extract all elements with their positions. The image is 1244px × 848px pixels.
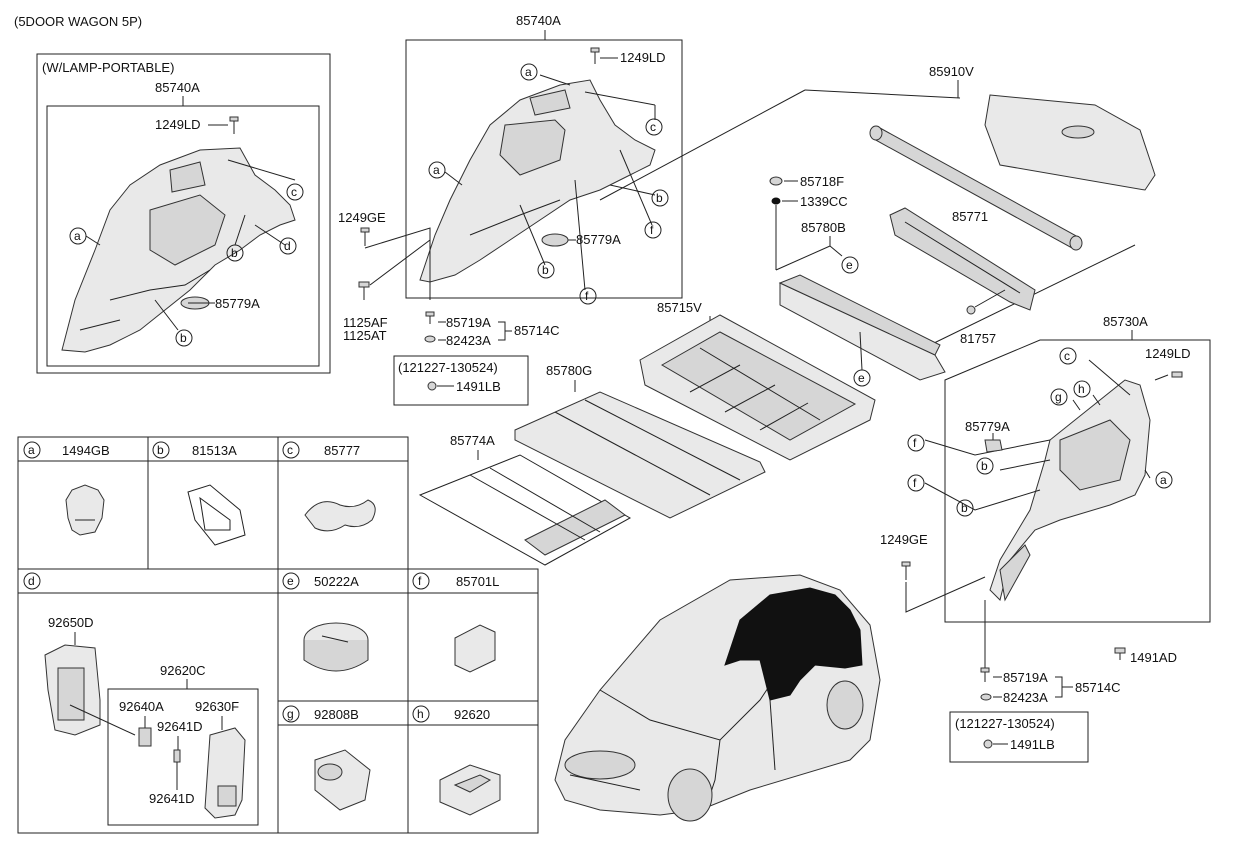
label-85714C-mid: 85714C xyxy=(514,323,560,338)
label-85719A-mid: 85719A xyxy=(446,315,491,330)
letter-b-left-1: b xyxy=(231,246,238,260)
clip-1494GB-drawing xyxy=(65,484,105,536)
label-1491LB-right: 1491LB xyxy=(1010,737,1055,752)
letter-h-right: h xyxy=(1078,382,1085,396)
letter-c-mid: c xyxy=(650,120,656,134)
highlighted-trim-area xyxy=(724,587,863,701)
label-85719A-right: 85719A xyxy=(1003,670,1048,685)
luggage-board-group: 85780G xyxy=(514,363,766,519)
legend-letter-g: g xyxy=(287,707,294,721)
label-85771: 85771 xyxy=(952,209,988,224)
socket-92808B-drawing xyxy=(314,749,371,811)
letter-f-mid-2: f xyxy=(585,289,589,303)
letter-g-right: g xyxy=(1055,390,1062,404)
vehicle-illustration xyxy=(554,574,881,822)
date-range-right: (121227-130524) xyxy=(955,716,1055,731)
cargo-net-85774A xyxy=(418,454,632,566)
label-81757: 81757 xyxy=(960,331,996,346)
label-85740A-left: 85740A xyxy=(155,80,200,95)
trim-85740A-group: 85740A 1249LD 85779A a c a b f b f 1 xyxy=(338,13,683,406)
letter-b-left-2: b xyxy=(180,331,187,345)
tonneau-cover xyxy=(984,94,1156,191)
label-85779A-right: 85779A xyxy=(965,419,1010,434)
letter-e-tray-1: e xyxy=(846,258,853,272)
label-85779A-left: 85779A xyxy=(215,296,260,311)
letter-a-right: a xyxy=(1160,473,1167,487)
trunk-sill-plate xyxy=(889,207,1036,311)
label-85715V: 85715V xyxy=(657,300,702,315)
legend-letter-a: a xyxy=(28,443,35,457)
label-85730A: 85730A xyxy=(1103,314,1148,329)
label-85910V: 85910V xyxy=(929,64,974,79)
label-85774A: 85774A xyxy=(450,433,495,448)
legend-letter-c: c xyxy=(287,443,293,457)
label-92641D-top: 92641D xyxy=(157,719,203,734)
label-85780B: 85780B xyxy=(801,220,846,235)
storage-tray-85715V-group: 85715V xyxy=(639,300,876,461)
legend-part-e: 50222A xyxy=(314,574,359,589)
letter-a-left: a xyxy=(74,229,81,243)
label-92640A: 92640A xyxy=(119,699,164,714)
label-85780G: 85780G xyxy=(546,363,592,378)
scuff-plate-group: 85771 81757 xyxy=(889,207,1036,346)
lamp-portable-group: (W/LAMP-PORTABLE) 85740A 1249LD 85779A a… xyxy=(36,53,331,374)
letter-b-right-1: b xyxy=(981,459,988,473)
letter-a-mid-2: a xyxy=(433,163,440,177)
legend-part-b: 81513A xyxy=(192,443,237,458)
clip-85777-drawing xyxy=(304,499,376,532)
letter-b-right-2: b xyxy=(961,501,968,515)
legend-letter-d: d xyxy=(28,574,35,588)
letter-a-mid-1: a xyxy=(525,65,532,79)
letter-d-left: d xyxy=(284,239,291,253)
letter-f-right-1: f xyxy=(913,436,917,450)
legend-letter-b: b xyxy=(157,443,164,457)
label-1249LD-mid: 1249LD xyxy=(620,50,666,65)
model-header: (5DOOR WAGON 5P) xyxy=(14,14,142,29)
trim-85730A-group: 85730A 1249LD 85779A c h g f b a f b 124… xyxy=(880,314,1211,763)
letter-c-right: c xyxy=(1064,349,1070,363)
label-85740A-mid: 85740A xyxy=(516,13,561,28)
legend-part-h: 92620 xyxy=(454,707,490,722)
letter-c-left: c xyxy=(291,185,297,199)
label-92650D: 92650D xyxy=(48,615,94,630)
label-85779A-mid: 85779A xyxy=(576,232,621,247)
label-1125AF: 1125AF xyxy=(343,315,388,330)
legend-table: a b c d e f g h 1494GB 81513A 85777 5022… xyxy=(17,436,539,834)
lamp-portable-title: (W/LAMP-PORTABLE) xyxy=(42,60,174,75)
legend-part-c: 85777 xyxy=(324,443,360,458)
letter-e-tray-2: e xyxy=(858,371,865,385)
label-1249GE-mid: 1249GE xyxy=(338,210,386,225)
label-85714C-right: 85714C xyxy=(1075,680,1121,695)
letter-f-mid-1: f xyxy=(650,223,654,237)
label-1491LB-mid: 1491LB xyxy=(456,379,501,394)
label-92620C: 92620C xyxy=(160,663,206,678)
label-82423A-right: 82423A xyxy=(1003,690,1048,705)
label-92630F: 92630F xyxy=(195,699,239,714)
legend-part-a: 1494GB xyxy=(62,443,110,458)
label-85718F: 85718F xyxy=(800,174,844,189)
label-1249GE-right: 1249GE xyxy=(880,532,928,547)
label-82423A-mid: 82423A xyxy=(446,333,491,348)
cover-85701L-drawing xyxy=(454,624,496,673)
letter-b-mid-2: b xyxy=(542,263,549,277)
label-1125AT: 1125AT xyxy=(343,328,387,343)
legend-part-f: 85701L xyxy=(456,574,499,589)
label-1249LD-left: 1249LD xyxy=(155,117,201,132)
letter-b-mid-1: b xyxy=(656,191,663,205)
bracket-81513A-drawing xyxy=(187,484,246,546)
letter-f-right-2: f xyxy=(913,476,917,490)
label-1491AD: 1491AD xyxy=(1130,650,1177,665)
label-1339CC: 1339CC xyxy=(800,194,848,209)
date-range-mid: (121227-130524) xyxy=(398,360,498,375)
tray-85780B-group: 85718F 1339CC 85780B e e xyxy=(769,174,946,387)
covering-shelf-group: 85910V xyxy=(599,64,1156,346)
legend-letter-f: f xyxy=(418,574,422,588)
legend-part-g: 92808B xyxy=(314,707,359,722)
cargo-net-group: 85774A xyxy=(418,433,632,566)
label-1249LD-right: 1249LD xyxy=(1145,346,1191,361)
legend-letter-e: e xyxy=(287,574,294,588)
legend-letter-h: h xyxy=(417,707,424,721)
label-92641D-bottom: 92641D xyxy=(149,791,195,806)
